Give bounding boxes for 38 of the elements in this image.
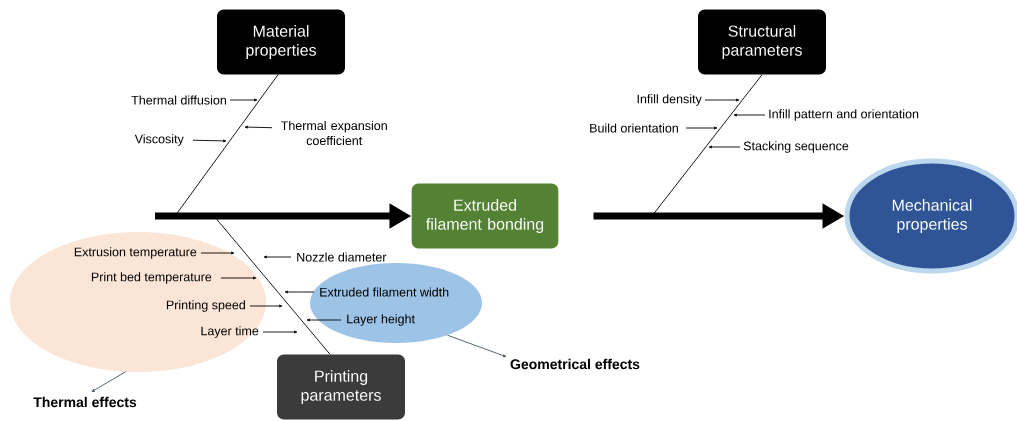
cause-label: Extrusion temperature bbox=[74, 247, 197, 259]
cause-label: Thermal expansion coefficient bbox=[281, 120, 387, 146]
arrow bbox=[192, 139, 227, 143]
arrow bbox=[244, 125, 273, 129]
arrow bbox=[733, 113, 766, 117]
cause-label: Infill density bbox=[637, 94, 702, 106]
cause-label: Layer height bbox=[347, 314, 415, 326]
cause-label: Build orientation bbox=[590, 123, 678, 133]
cause-label: Viscosity bbox=[134, 134, 184, 146]
cause-label: Print bed temperature bbox=[91, 272, 212, 284]
arrow bbox=[306, 318, 342, 322]
arrow bbox=[263, 255, 292, 259]
cause-label: Printing speed bbox=[166, 300, 245, 312]
arrow bbox=[200, 251, 235, 255]
arrow bbox=[91, 371, 127, 392]
group-ellipse bbox=[310, 263, 482, 343]
arrow bbox=[704, 98, 740, 102]
arrow bbox=[685, 126, 718, 130]
cause-label: Extruded filament width bbox=[320, 287, 449, 297]
process-box: Extruded filament bonding bbox=[411, 183, 559, 249]
cause-label: Layer time bbox=[201, 326, 259, 338]
category-box: Material properties bbox=[217, 9, 345, 75]
arrow bbox=[229, 98, 258, 102]
arrow bbox=[284, 290, 315, 294]
group-label: Geometrical effects bbox=[510, 358, 640, 370]
cause-label: Stacking sequence bbox=[743, 141, 849, 153]
arrow bbox=[262, 330, 298, 334]
category-box: Printing parameters bbox=[277, 354, 405, 420]
arrow bbox=[220, 276, 257, 280]
cause-label: Nozzle diameter bbox=[297, 252, 387, 262]
group-label: Thermal effects bbox=[33, 396, 137, 408]
cause-label: Infill pattern and orientation bbox=[769, 109, 919, 121]
arrow bbox=[447, 334, 507, 358]
arrow bbox=[249, 304, 283, 308]
cause-label: Thermal diffusion bbox=[131, 95, 226, 105]
group-ellipse bbox=[10, 232, 266, 372]
category-box: Structural parameters bbox=[698, 9, 826, 75]
arrow bbox=[708, 145, 741, 149]
